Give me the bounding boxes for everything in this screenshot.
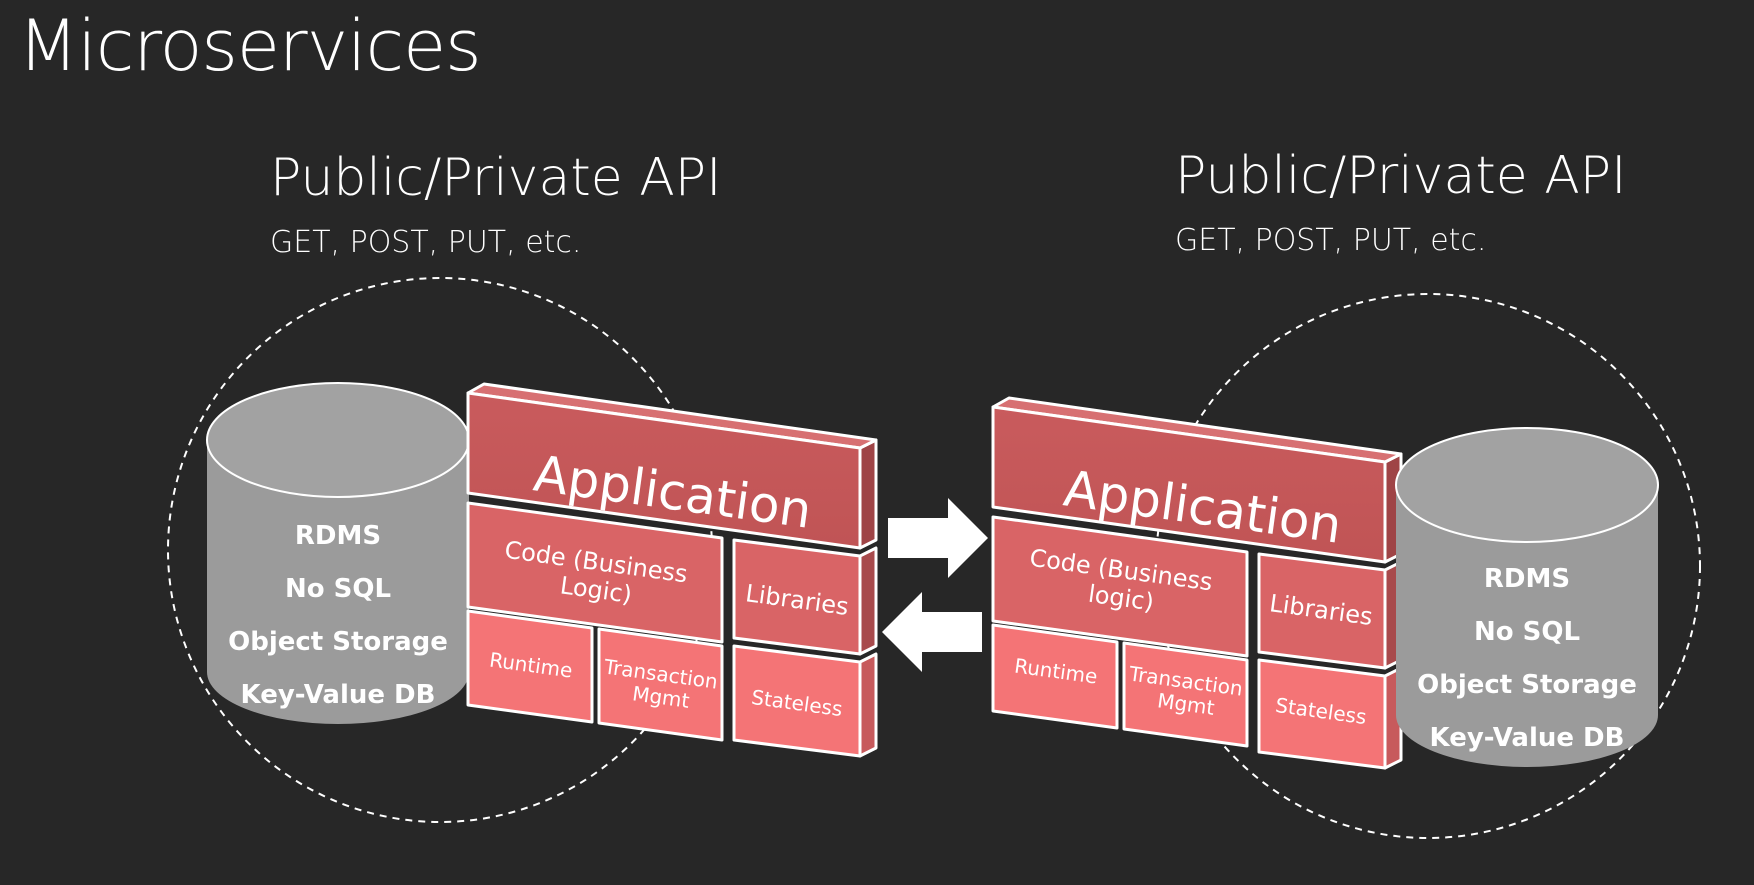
runtime-block	[991, 623, 1119, 730]
libraries-block	[732, 538, 878, 656]
datastore-nosql: No SQL	[1474, 617, 1580, 647]
arrow-left-icon	[882, 592, 982, 672]
database-cylinder-icon	[1395, 427, 1659, 767]
api-subtitle: GET, POST, PUT, etc.	[1175, 223, 1486, 258]
api-subtitle: GET, POST, PUT, etc.	[270, 225, 581, 260]
service-left: Public/Private API GET, POST, PUT, etc. …	[167, 148, 878, 823]
service-right: Public/Private API GET, POST, PUT, etc. …	[991, 146, 1701, 839]
application-block	[991, 396, 1403, 564]
datastore-rdms: RDMS	[1484, 564, 1570, 594]
datastore-key-value: Key-Value DB	[1430, 723, 1625, 753]
runtime-block	[466, 609, 594, 724]
datastore-key-value: Key-Value DB	[241, 680, 436, 710]
datastore-rdms: RDMS	[295, 521, 381, 551]
transaction-block	[597, 627, 724, 742]
application-block	[466, 382, 878, 550]
transaction-block	[1122, 641, 1249, 748]
service-boundary	[1155, 293, 1701, 839]
api-title: Public/Private API	[1175, 146, 1627, 206]
datastore-object-storage: Object Storage	[1417, 670, 1637, 700]
arrow-right-icon	[888, 498, 988, 578]
datastore-nosql: No SQL	[285, 574, 391, 604]
database-cylinder-icon	[206, 382, 470, 724]
api-title: Public/Private API	[270, 148, 722, 208]
code-block	[991, 515, 1249, 658]
slide-title: Microservices	[18, 5, 481, 87]
code-block	[466, 501, 724, 644]
datastore-object-storage: Object Storage	[228, 627, 448, 657]
stateless-block	[732, 644, 878, 758]
